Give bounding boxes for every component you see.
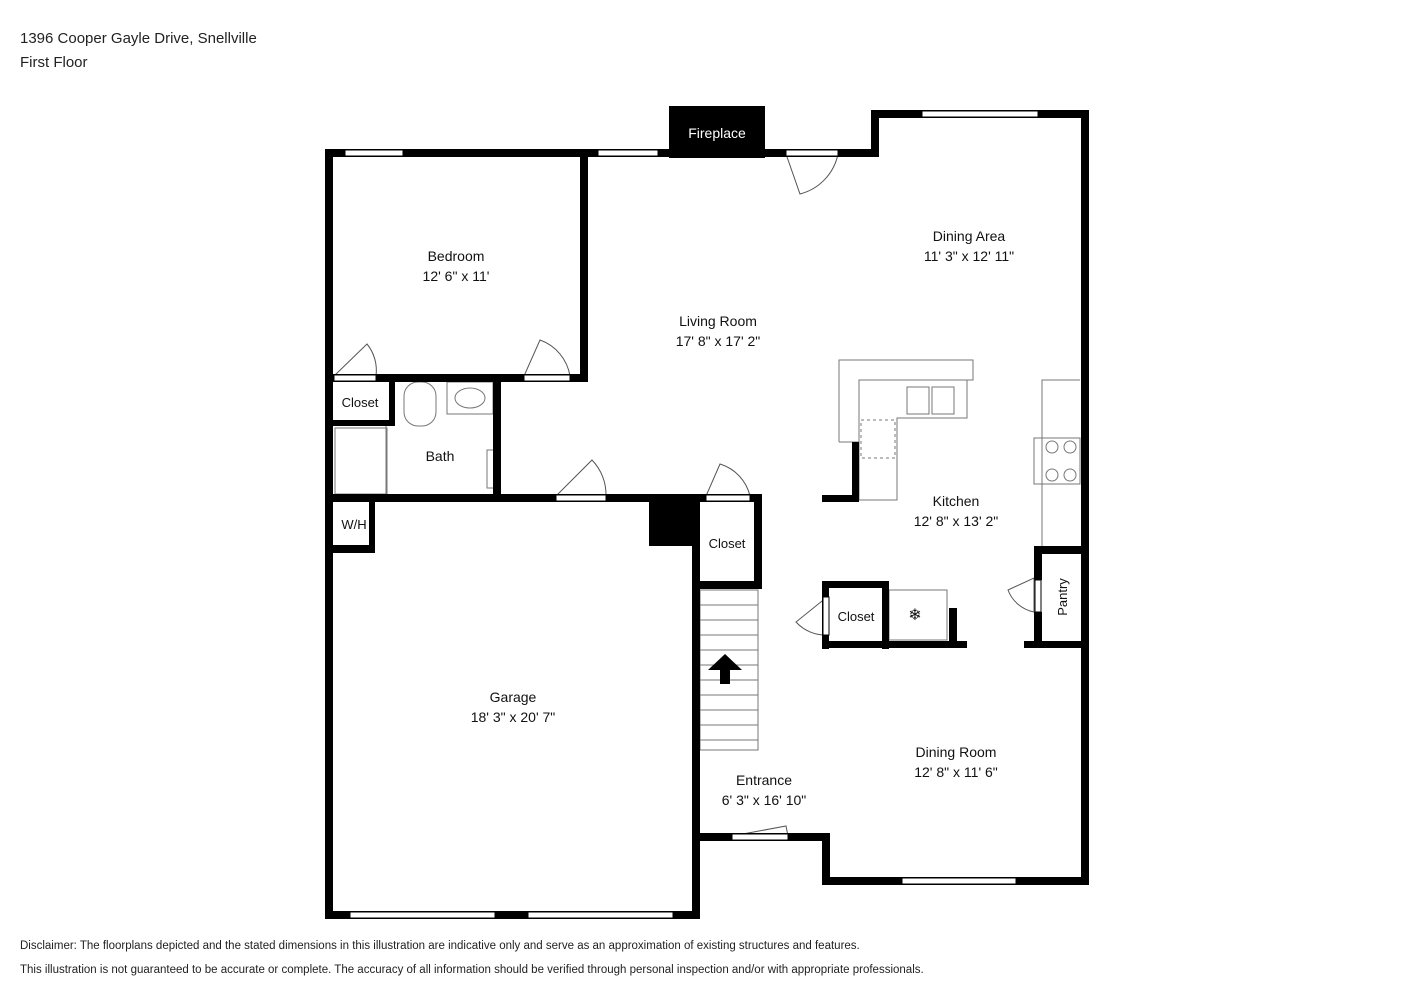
- address-title: 1396 Cooper Gayle Drive, Snellville: [20, 30, 257, 47]
- bedroom-dims: 12' 6" x 11': [423, 268, 490, 284]
- walls: [325, 106, 1089, 919]
- stairs: [699, 589, 759, 751]
- living-room-name: Living Room: [679, 313, 757, 329]
- bedroom-closet-label: Closet: [342, 395, 379, 410]
- fireplace-label: Fireplace: [688, 125, 746, 141]
- kitchen-dims: 12' 8" x 13' 2": [914, 513, 999, 529]
- stove: [1033, 379, 1081, 548]
- bedroom-name: Bedroom: [428, 248, 485, 264]
- kitchen-closet-label: Closet: [838, 609, 875, 624]
- living-room-dims: 17' 8" x 17' 2": [676, 333, 761, 349]
- windows: [333, 110, 1042, 919]
- bath-label: Bath: [426, 448, 455, 464]
- hall-closet-label: Closet: [709, 536, 746, 551]
- kitchen-name: Kitchen: [933, 493, 980, 509]
- garage-name: Garage: [490, 689, 537, 705]
- entrance-name: Entrance: [736, 772, 792, 788]
- svg-text:❄: ❄: [908, 607, 921, 624]
- floor-title: First Floor: [20, 54, 88, 71]
- wh-label: W/H: [341, 517, 366, 532]
- disclaimer-line-1: Disclaimer: The floorplans depicted and …: [20, 940, 860, 952]
- stairs-arrow-icon: [708, 654, 742, 684]
- pantry-label: Pantry: [1055, 578, 1070, 616]
- dining-room-name: Dining Room: [916, 744, 997, 760]
- kitchen-counter: [838, 359, 974, 501]
- entrance-dims: 6' 3" x 16' 10": [722, 792, 807, 808]
- garage-dims: 18' 3" x 20' 7": [471, 709, 556, 725]
- dining-area-dims: 11' 3" x 12' 11": [924, 248, 1014, 264]
- dining-area-name: Dining Area: [933, 228, 1006, 244]
- dining-room-dims: 12' 8" x 11' 6": [914, 764, 998, 780]
- disclaimer-line-2: This illustration is not guaranteed to b…: [20, 964, 924, 976]
- refrigerator: ❄: [888, 589, 948, 641]
